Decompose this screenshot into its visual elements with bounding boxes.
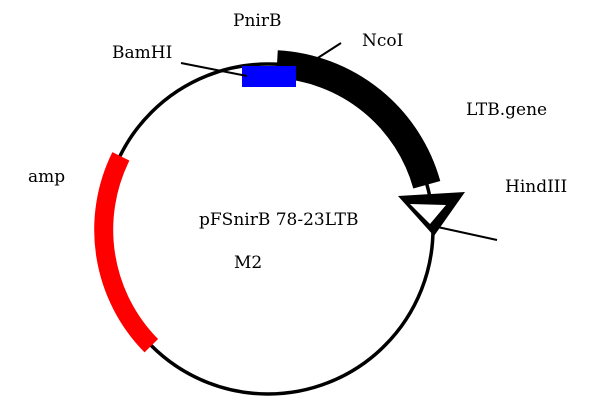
ltb-gene-region (275, 50, 441, 189)
pnirb-label: PnirB (233, 11, 281, 31)
hindiii-site-line (432, 225, 498, 241)
amp-region (94, 152, 159, 353)
arrowhead-notch (410, 204, 446, 224)
ltb-gene-label: LTB.gene (466, 100, 547, 120)
plasmid-name-label: pFSnirB 78-23LTB (199, 210, 358, 230)
amp-label: amp (28, 167, 65, 187)
ncoi-label: NcoI (362, 31, 403, 51)
ncoi-site-line (295, 42, 342, 73)
hindiii-label: HindIII (505, 177, 567, 197)
bamhi-label: BamHI (112, 43, 172, 63)
pnirb-promoter-region (242, 66, 296, 87)
plasmid-subname-label: M2 (234, 253, 262, 273)
bamhi-site-line (180, 62, 248, 77)
